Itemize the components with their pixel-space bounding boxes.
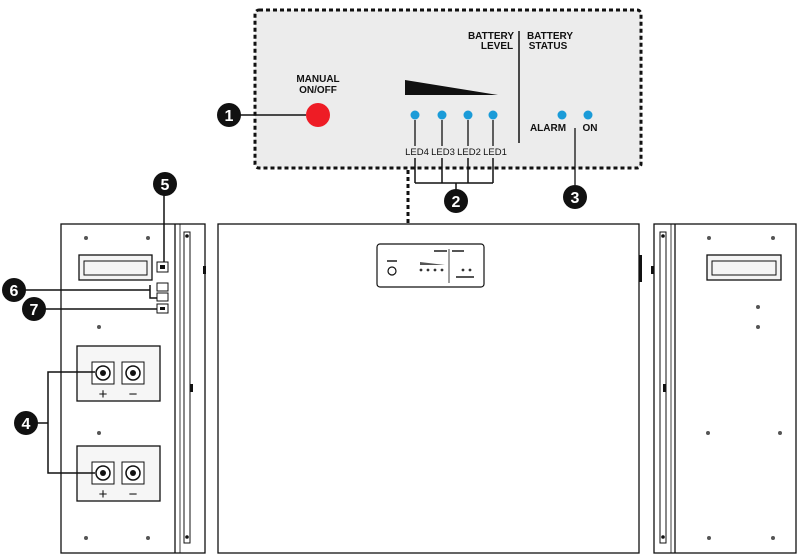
battery-status-label-2: STATUS xyxy=(529,41,568,52)
led2-indicator xyxy=(463,110,473,120)
battery-level-label-2: LEVEL xyxy=(481,41,513,52)
callout-4-number: 4 xyxy=(22,416,31,433)
led2-label: LED2 xyxy=(457,147,481,158)
plus-label-lower: + xyxy=(99,486,108,503)
battery-status-label-1: BATTERY xyxy=(527,31,573,42)
callout-2: 2 xyxy=(444,189,468,213)
minus-label-upper: − xyxy=(129,386,138,403)
mini-power-button xyxy=(387,266,397,276)
callout-2-bracket xyxy=(414,158,494,193)
callout-5: 5 xyxy=(153,172,177,196)
callout-7-number: 7 xyxy=(30,302,39,319)
right-side-view xyxy=(651,223,797,554)
front-view xyxy=(217,223,642,554)
port-6b xyxy=(156,292,169,302)
callout-6: 6 xyxy=(2,278,26,302)
callout-5-number: 5 xyxy=(161,177,170,194)
led3-label: LED3 xyxy=(431,147,455,158)
callout-1: 1 xyxy=(217,103,306,127)
callout-2-number: 2 xyxy=(452,194,461,211)
battery-level-label-1: BATTERY xyxy=(468,31,514,42)
callout-1-number: 1 xyxy=(225,108,234,125)
callout-3-number: 3 xyxy=(571,190,580,207)
left-side-view: + − + − xyxy=(60,223,206,554)
manual-label-line1: MANUAL xyxy=(296,74,339,85)
manual-onoff-button[interactable] xyxy=(306,103,330,127)
port-6a xyxy=(156,282,169,292)
control-panel-zoom: MANUAL ON/OFF BATTERY LEVEL BATTERY STAT… xyxy=(253,8,643,185)
terminal-block-upper xyxy=(76,345,161,402)
callout-3: 3 xyxy=(563,185,587,209)
led1-indicator xyxy=(488,110,498,120)
alarm-label: ALARM xyxy=(530,123,566,134)
manual-label-line2: ON/OFF xyxy=(299,85,337,96)
led3-indicator xyxy=(437,110,447,120)
led4-indicator xyxy=(410,110,420,120)
callout-7: 7 xyxy=(22,297,46,321)
left-handle xyxy=(78,254,153,281)
right-handle xyxy=(706,254,782,281)
on-indicator xyxy=(583,110,593,120)
callout-4: 4 xyxy=(14,411,38,435)
on-label: ON xyxy=(583,123,598,134)
alarm-indicator xyxy=(557,110,567,120)
mini-control-panel xyxy=(376,243,485,288)
led4-label: LED4 xyxy=(405,147,429,158)
battery-level-wedge xyxy=(405,80,498,95)
led1-label: LED1 xyxy=(483,147,507,158)
callout-6-number: 6 xyxy=(10,283,19,300)
minus-label-lower: − xyxy=(129,486,138,503)
plus-label-upper: + xyxy=(99,386,108,403)
